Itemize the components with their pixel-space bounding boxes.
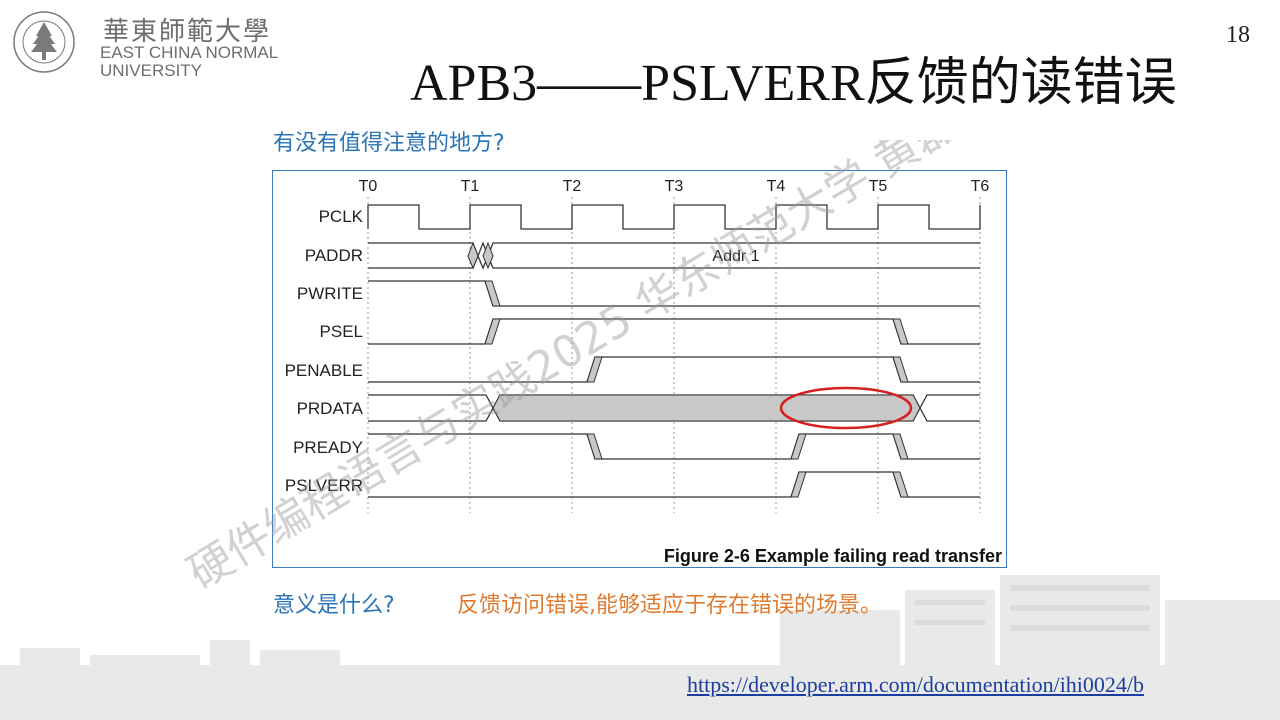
pclk-waveform: [367, 204, 981, 230]
page-number: 18: [1226, 22, 1250, 48]
paddr-transition-2: [482, 241, 494, 270]
signal-label-pslverr: PSLVERR: [285, 476, 363, 495]
signal-label-pready: PREADY: [293, 438, 363, 457]
time-label-t4: T4: [767, 178, 786, 195]
time-label-t6: T6: [971, 178, 990, 195]
university-name-en-line1: EAST CHINA NORMAL: [100, 43, 279, 62]
university-emblem-icon: [13, 11, 75, 73]
signal-label-pwrite: PWRITE: [297, 284, 363, 303]
prdata-valid-region: [492, 394, 921, 422]
paddr-bus-value: Addr 1: [712, 248, 759, 265]
timing-diagram-figure: T0 T1 T2 T3 T4 T5 T6 PCLK PADDR PWRITE P…: [272, 170, 1007, 568]
pwrite-transition: [484, 280, 501, 307]
university-name-cn: 華東師範大學: [103, 17, 272, 47]
time-label-t1: T1: [461, 178, 480, 195]
reference-link[interactable]: https://developer.arm.com/documentation/…: [687, 672, 1145, 697]
figure-caption: Figure 2-6 Example failing read transfer: [664, 546, 1002, 566]
time-label-t0: T0: [359, 178, 378, 195]
signal-label-prdata: PRDATA: [297, 399, 364, 418]
pslverr-waveform: [368, 471, 980, 498]
university-logo: 華東師範大學 EAST CHINA NORMAL UNIVERSITY: [8, 6, 298, 80]
question-text: 有没有值得注意的地方?: [273, 131, 505, 156]
penable-fall-transition: [892, 356, 909, 383]
signal-label-psel: PSEL: [320, 322, 363, 341]
meaning-answer: 反馈访问错误,能够适应于存在错误的场景。: [457, 593, 882, 618]
psel-waveform: [368, 318, 980, 345]
meaning-question: 意义是什么?: [273, 593, 395, 618]
timing-diagram: T0 T1 T2 T3 T4 T5 T6 PCLK PADDR PWRITE P…: [285, 178, 1002, 566]
pready-fall-transition-2: [892, 433, 909, 460]
pslverr-fall-transition: [892, 471, 909, 498]
time-label-t5: T5: [869, 178, 888, 195]
pslverr-rise-transition: [790, 471, 807, 498]
paddr-transition-1: [467, 241, 479, 270]
psel-rise-transition: [484, 318, 501, 345]
time-label-t3: T3: [665, 178, 684, 195]
penable-rise-transition: [586, 356, 603, 383]
pready-fall-transition: [586, 433, 603, 460]
pready-rise-transition: [790, 433, 807, 460]
paddr-waveform: [368, 241, 980, 270]
error-highlight-ellipse: [779, 386, 913, 430]
university-name-en-line2: UNIVERSITY: [100, 61, 203, 80]
signal-label-paddr: PADDR: [305, 246, 363, 265]
psel-fall-transition: [892, 318, 909, 345]
time-label-t2: T2: [563, 178, 582, 195]
penable-waveform: [368, 356, 980, 383]
time-gridlines: [367, 197, 981, 513]
slide-title: APB3——PSLVERR反馈的读错误: [410, 55, 1177, 112]
signal-label-pclk: PCLK: [319, 207, 364, 226]
signal-label-penable: PENABLE: [285, 361, 363, 380]
